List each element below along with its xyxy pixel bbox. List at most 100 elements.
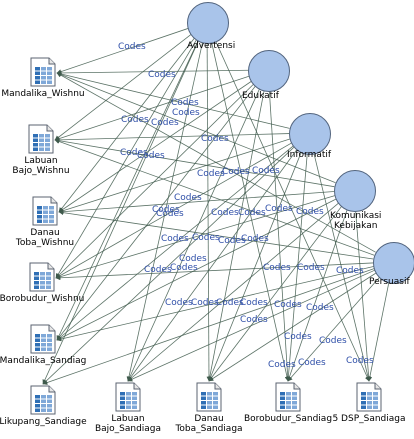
edge-label: Codes: [274, 300, 302, 310]
edge-persuasif-to-borobudur_sandiaga: [287, 276, 381, 382]
edge-label: Codes: [265, 204, 293, 214]
edge-label: Codes: [148, 70, 176, 80]
edge-komunikasi-to-labuan_sandiaga: [127, 202, 339, 382]
document-label: Mandalika_Wishnu: [1, 89, 85, 99]
edge-informatif-to-labuan_sandiaga: [127, 148, 298, 382]
edge-persuasif-to-mandalika_sandiaga: [56, 266, 374, 342]
edge-edukatif-to-mandalika_sandiaga: [56, 85, 257, 341]
edge-label: Codes: [151, 118, 179, 128]
document-label: Borobudur_Sandiag: [243, 414, 333, 424]
edge-advertensi-to-likupang_sandiaga: [42, 40, 200, 385]
code-circle-icon: [334, 170, 376, 212]
document-label: Likupang_Sandiage: [0, 417, 87, 427]
document-table-icon: [30, 57, 56, 87]
edge-label: Codes: [170, 263, 198, 273]
edge-label: Codes: [211, 208, 239, 218]
edge-label: Codes: [241, 234, 269, 244]
document-table-icon: [28, 124, 54, 154]
edge-label: Codes: [298, 358, 326, 368]
edge-label: Codes: [161, 234, 189, 244]
document-table-icon: [30, 324, 56, 354]
code-label: Komunikasi Kebijakan: [330, 211, 382, 231]
edge-label: Codes: [121, 115, 149, 125]
edge-label: Codes: [137, 151, 165, 161]
edge-label: Codes: [346, 356, 374, 366]
document-label: Borobudur_Wishnu: [0, 294, 85, 304]
edge-label: Codes: [263, 263, 291, 273]
edge-persuasif-to-danau_sandiaga: [208, 272, 377, 382]
document-table-icon: [30, 385, 56, 415]
edge-label: Codes: [191, 298, 219, 308]
edge-advertensi-to-borobudur_sandiaga: [211, 41, 290, 382]
edge-label: Codes: [222, 167, 250, 177]
edge-persuasif-to-likupang_sandiaga: [42, 268, 375, 385]
edge-komunikasi-to-dsp_sandiaga: [355, 209, 372, 382]
edge-label: Codes: [252, 166, 280, 176]
edge-informatif-to-borobudur_wishnu: [55, 142, 292, 279]
edge-label: Codes: [201, 134, 229, 144]
edge-komunikasi-to-danau_sandiaga: [208, 205, 343, 382]
edge-persuasif-to-borobudur_wishnu: [55, 262, 374, 281]
edge-label: Codes: [238, 208, 266, 218]
edge-label: Codes: [306, 303, 334, 313]
edge-edukatif-to-danau_sandiaga: [207, 89, 265, 382]
edge-informatif-to-dsp_sandiaga: [313, 152, 371, 382]
edge-label: Codes: [297, 263, 325, 273]
edge-label: Codes: [268, 360, 296, 370]
document-label: Danau Toba_Wishnu: [15, 228, 75, 248]
edge-label: Codes: [144, 265, 172, 275]
edge-edukatif-to-borobudur_sandiaga: [268, 89, 291, 382]
edge-edukatif-to-danau_wishnu: [58, 80, 252, 213]
edge-label: Codes: [319, 336, 347, 346]
edge-label: Codes: [118, 42, 146, 52]
code-label: Informatif: [287, 150, 332, 160]
document-table-icon: [29, 262, 55, 292]
edge-label: Codes: [179, 254, 207, 264]
edge-advertensi-to-mandalika_wishnu: [56, 28, 189, 74]
edge-advertensi-to-danau_wishnu: [58, 37, 196, 213]
edge-advertensi-to-borobudur_wishnu: [55, 39, 198, 279]
edge-label: Codes: [240, 315, 268, 325]
edge-label: Codes: [152, 205, 180, 215]
edge-label: Codes: [197, 169, 225, 179]
edge-komunikasi-to-mandalika_wishnu: [56, 72, 336, 184]
edge-edukatif-to-labuan_wishnu: [54, 75, 250, 141]
edge-komunikasi-to-mandalika_sandiaga: [56, 198, 337, 341]
document-table-icon: [356, 382, 382, 412]
edge-label: Codes: [336, 266, 364, 276]
edge-persuasif-to-labuan_wishnu: [54, 139, 375, 256]
document-table-icon: [32, 196, 58, 226]
edge-komunikasi-to-danau_wishnu: [58, 191, 335, 215]
edge-label: Codes: [216, 298, 244, 308]
edge-edukatif-to-labuan_sandiaga: [127, 88, 261, 382]
code-circle-icon: [187, 2, 229, 44]
edge-persuasif-to-mandalika_wishnu: [56, 72, 376, 253]
edge-komunikasi-to-borobudur_wishnu: [55, 195, 335, 280]
edge-informatif-to-mandalika_wishnu: [56, 71, 290, 129]
document-label: Danau Toba_Sandiaga: [175, 414, 243, 434]
document-table-icon: [115, 382, 141, 412]
edge-advertensi-to-danau_sandiaga: [206, 41, 212, 382]
edge-advertensi-to-labuan_sandiaga: [126, 41, 204, 382]
edge-informatif-to-borobudur_sandiaga: [285, 152, 308, 382]
edge-edukatif-to-borobudur_wishnu: [55, 83, 255, 279]
edge-informatif-to-likupang_sandiaga: [42, 146, 295, 385]
edge-persuasif-to-labuan_sandiaga: [127, 269, 375, 382]
edge-label: Codes: [165, 298, 193, 308]
code-label: Persuasif: [369, 277, 410, 287]
edge-komunikasi-to-labuan_wishnu: [54, 138, 335, 188]
document-label: Labuan Bajo_Sandiaga: [94, 414, 162, 434]
edge-informatif-to-labuan_wishnu: [54, 133, 290, 143]
edge-advertensi-to-labuan_wishnu: [54, 33, 192, 141]
code-circle-icon: [248, 50, 290, 92]
edge-label: Codes: [218, 236, 246, 246]
edge-label: Codes: [240, 298, 268, 308]
edge-label: Codes: [156, 209, 184, 219]
document-label: 5 DSP_Sandiaga: [332, 414, 406, 424]
document-label: Mandalika_Sandiag: [0, 356, 87, 366]
edge-label: Codes: [284, 332, 312, 342]
edge-label: Codes: [171, 98, 199, 108]
edge-persuasif-to-danau_wishnu: [58, 210, 374, 260]
